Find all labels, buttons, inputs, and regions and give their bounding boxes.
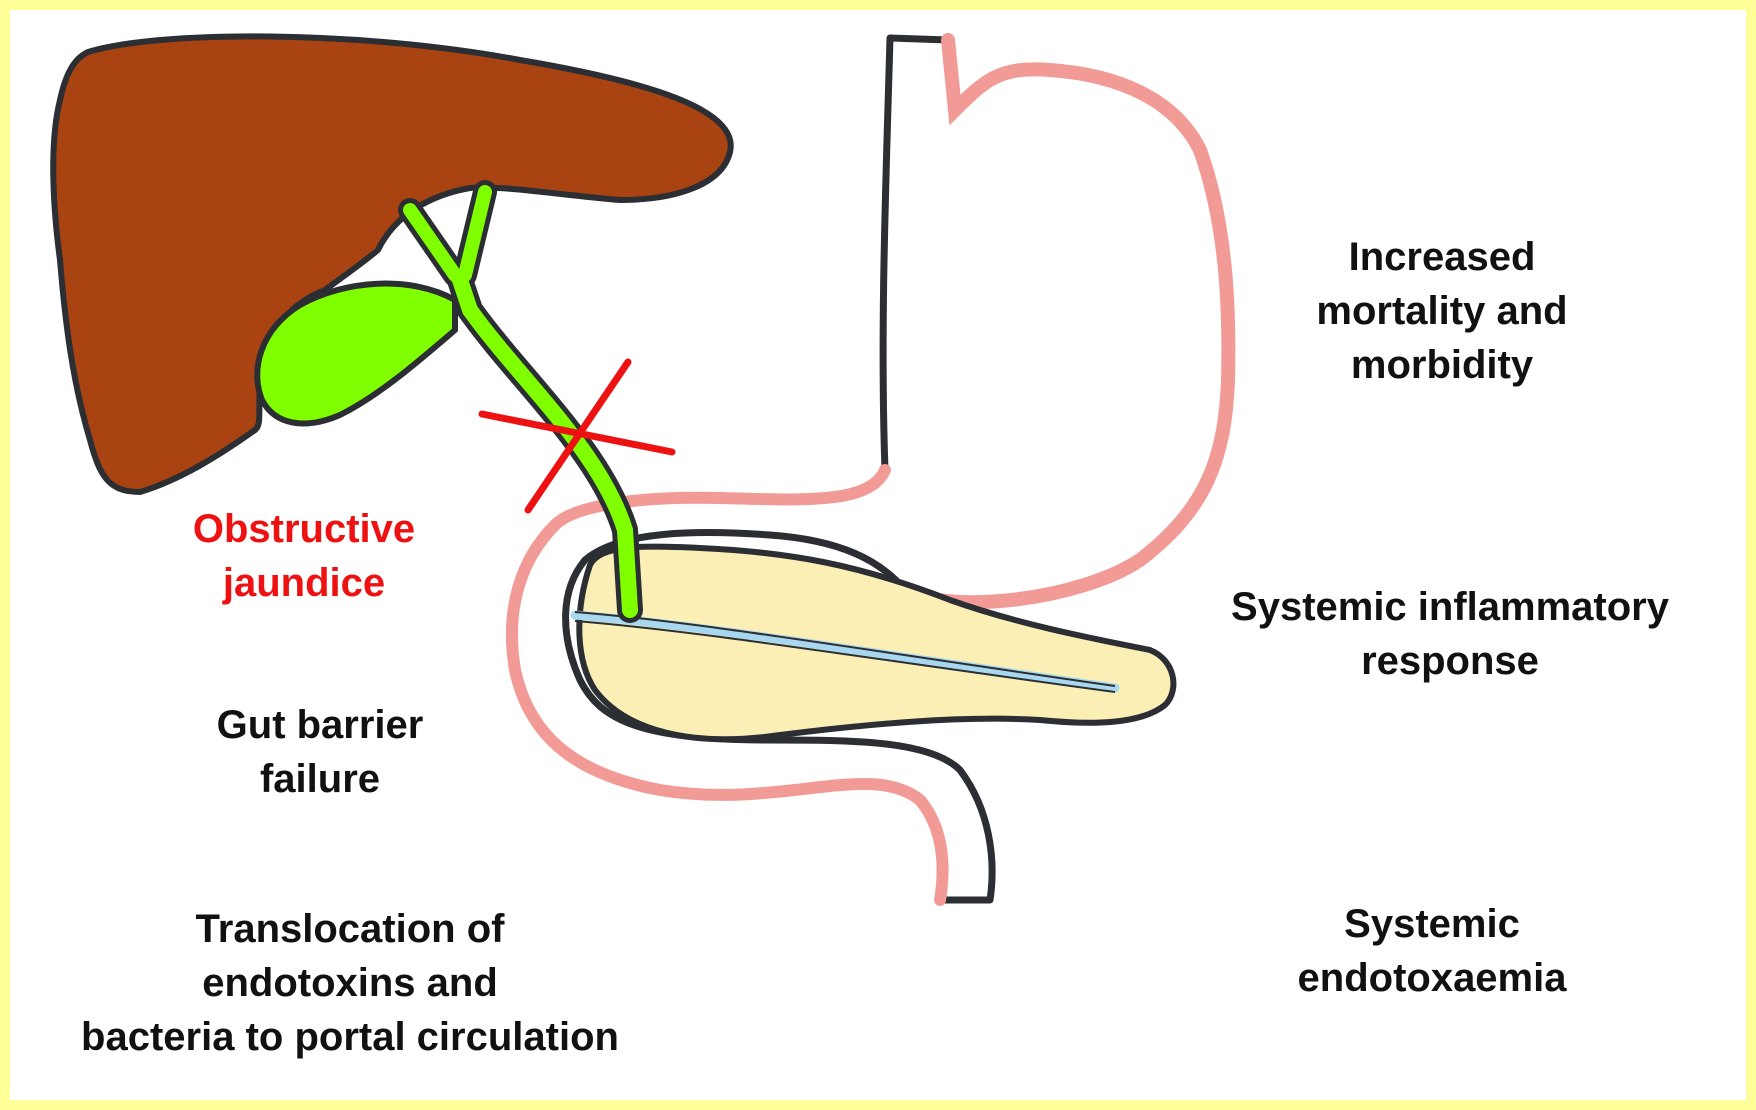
gut-barrier-failure-label: Gut barrier failure [180, 698, 460, 806]
translocation-label: Translocation of endotoxins and bacteria… [30, 902, 670, 1064]
obstructive-jaundice-label: Obstructive jaundice [172, 502, 436, 610]
systemic-inflammatory-line-1: Systemic inflammatory [1190, 580, 1710, 634]
obstructive-jaundice-line-1: Obstructive [172, 502, 436, 556]
increased-mortality-line-3: morbidity [1262, 338, 1622, 392]
obstructive-jaundice-line-2: jaundice [172, 556, 436, 610]
increased-mortality-line-2: mortality and [1262, 284, 1622, 338]
systemic-inflammatory-label: Systemic inflammatory response [1190, 580, 1710, 688]
increased-mortality-line-1: Increased [1262, 230, 1622, 284]
gut-barrier-failure-line-2: failure [180, 752, 460, 806]
systemic-endotoxaemia-label: Systemic endotoxaemia [1262, 897, 1602, 1005]
systemic-inflammatory-line-2: response [1190, 634, 1710, 688]
cross-icon [482, 362, 672, 510]
liver-icon [53, 36, 731, 492]
translocation-line-1: Translocation of [30, 902, 670, 956]
gut-barrier-failure-line-1: Gut barrier [180, 698, 460, 752]
translocation-line-3: bacteria to portal circulation [30, 1010, 670, 1064]
systemic-endotoxaemia-line-2: endotoxaemia [1262, 951, 1602, 1005]
translocation-line-2: endotoxins and [30, 956, 670, 1010]
increased-mortality-label: Increased mortality and morbidity [1262, 230, 1622, 392]
systemic-endotoxaemia-line-1: Systemic [1262, 897, 1602, 951]
